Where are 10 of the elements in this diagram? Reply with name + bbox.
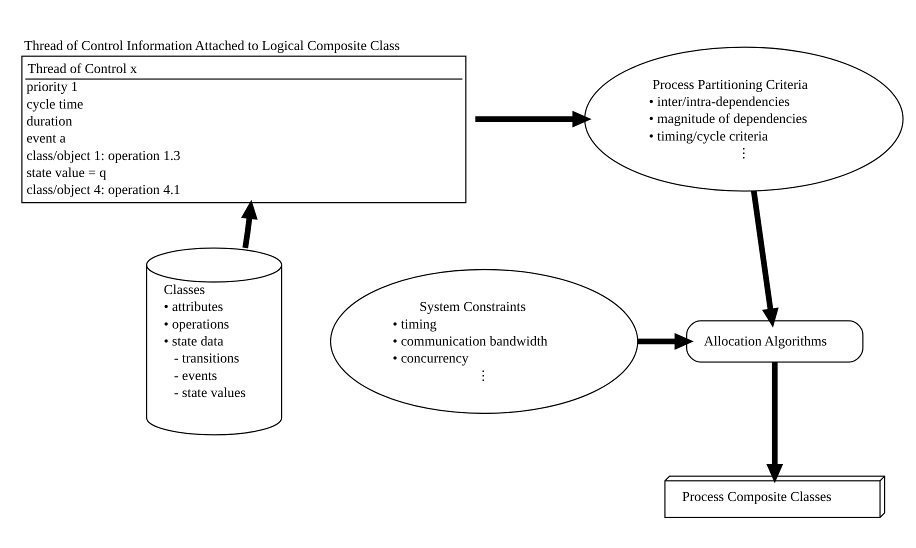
arrow xyxy=(475,110,592,127)
arrow xyxy=(750,190,779,328)
arrow xyxy=(241,199,258,248)
node-label: Thread of Control Information Attached to Logical Composite Class xyxy=(24,38,400,52)
node-ellipse: Process Partitioning Criteria • inter/intra-dependencies • magnitude of dependencies • timing/cycle criteria ⋮ xyxy=(584,46,904,192)
arrow xyxy=(638,332,694,350)
node-box: Thread of Control x priority 1 cycle time duration event a class/object 1: operation 1.3 state value = q class/object 4: operation 4.1 xyxy=(21,55,466,203)
arrow xyxy=(766,362,784,483)
node-box: Allocation Algorithms xyxy=(686,320,864,362)
node-ellipse: System Constraints • timing • communication bandwidth • concurrency ⋮ xyxy=(330,268,638,414)
